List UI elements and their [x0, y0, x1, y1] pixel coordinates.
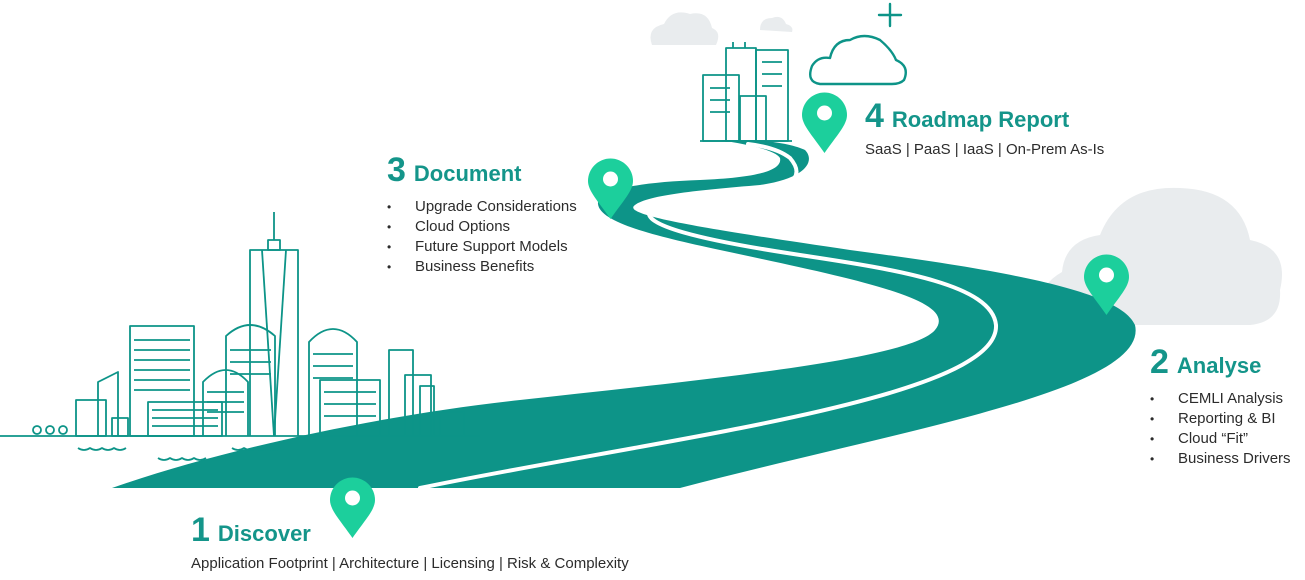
- bullet-item: Reporting & BI: [1150, 409, 1291, 429]
- bullet-item: Future Support Models: [387, 237, 577, 257]
- step-roadmap-report: 4 Roadmap Report SaaS | PaaS | IaaS | On…: [865, 99, 1104, 158]
- bullet-item: Upgrade Considerations: [387, 197, 577, 217]
- location-pin-icon: [802, 92, 847, 153]
- step-title: Analyse: [1176, 353, 1262, 378]
- cloud-plus-icon: [809, 2, 907, 86]
- step-bullet-list: Upgrade Considerations Cloud Options Fut…: [387, 197, 577, 277]
- step-bullet-list: CEMLI Analysis Reporting & BI Cloud “Fit…: [1150, 389, 1291, 469]
- step-subtitle: Application Footprint | Architecture | L…: [191, 555, 629, 572]
- step-title: Document: [413, 161, 522, 186]
- city-destination-icon: [700, 42, 792, 142]
- step-document: 3 Document Upgrade Considerations Cloud …: [387, 153, 577, 277]
- location-pin-icon: [330, 477, 375, 538]
- step-subtitle: SaaS | PaaS | IaaS | On-Prem As-Is: [865, 141, 1105, 158]
- bullet-item: Cloud Options: [387, 217, 577, 237]
- step-heading: 4 Roadmap Report: [865, 99, 1104, 133]
- winding-road: [112, 140, 1136, 490]
- bullet-item: Business Benefits: [387, 257, 577, 277]
- step-number: 3: [387, 151, 406, 189]
- step-title: Roadmap Report: [891, 107, 1070, 132]
- step-discover: 1 Discover Application Footprint | Archi…: [191, 513, 629, 572]
- skyline-icon: [0, 212, 480, 461]
- step-heading: 3 Document: [387, 153, 577, 187]
- bullet-item: Cloud “Fit”: [1150, 429, 1291, 449]
- step-heading: 1 Discover: [191, 513, 629, 547]
- step-analyse: 2 Analyse CEMLI Analysis Reporting & BI …: [1150, 345, 1291, 469]
- location-pin-icon: [588, 158, 633, 219]
- step-number: 4: [865, 97, 884, 135]
- bullet-item: Business Drivers: [1150, 449, 1291, 469]
- step-number: 1: [191, 511, 210, 549]
- step-title: Discover: [217, 521, 311, 546]
- step-heading: 2 Analyse: [1150, 345, 1291, 379]
- location-pin-icon: [1084, 254, 1129, 315]
- step-number: 2: [1150, 343, 1169, 381]
- bullet-item: CEMLI Analysis: [1150, 389, 1291, 409]
